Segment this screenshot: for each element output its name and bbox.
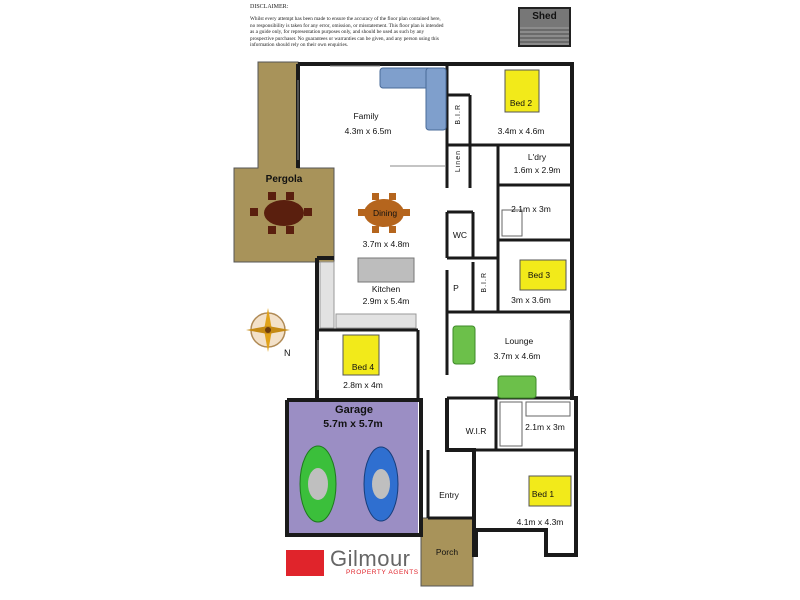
bed-2-dims: 3.4m x 4.6m [497, 126, 545, 136]
pantry-label: P [453, 283, 459, 293]
bed-1-label: Bed 1 [531, 489, 555, 499]
pergola-label: Pergola [265, 174, 303, 185]
bath-top-dims: 2.1m x 3m [511, 204, 551, 214]
windows [297, 65, 571, 390]
ensuite-vanity [525, 401, 571, 417]
dining-label: Dining [372, 208, 398, 218]
bed-3-label: Bed 3 [527, 270, 551, 280]
bed-1-highlight [528, 475, 572, 507]
compass-north-label: N [284, 348, 291, 358]
pergola-area [233, 61, 335, 263]
bir-top-label: B.I.R [455, 104, 462, 125]
bed-2-highlight [504, 69, 540, 113]
ensuite-dims: 2.1m x 3m [525, 422, 565, 432]
dining-dims: 3.7m x 4.8m [362, 239, 410, 249]
car-blue [363, 446, 399, 522]
gilmour-logo: Gilmour PROPERTY AGENTS [286, 546, 446, 578]
logo-tagline: PROPERTY AGENTS [346, 569, 419, 576]
bed-4-dims: 2.8m x 4m [343, 380, 383, 390]
disclaimer-title: DISCLAIMER: [250, 4, 289, 10]
wir-label: W.I.R [465, 426, 487, 436]
wall-garage [285, 398, 423, 537]
bed-1-dims: 4.1m x 4.3m [516, 517, 564, 527]
car-green [299, 445, 337, 523]
ensuite-shower [499, 401, 523, 447]
linen-label: Linen [455, 150, 462, 173]
logo-mark-icon [286, 550, 324, 576]
dining-table [358, 193, 410, 233]
laundry-label: L'dry [527, 152, 547, 162]
shed-label: Shed [532, 11, 557, 22]
interior-walls [317, 64, 576, 520]
bed-3-highlight [519, 259, 567, 291]
kitchen-dims: 2.9m x 5.4m [362, 296, 410, 306]
lounge-sofas [452, 325, 537, 399]
bed-4-highlight [342, 334, 380, 376]
shed-hatching [520, 27, 569, 45]
kitchen-bench-west [319, 261, 335, 329]
laundry-dims: 1.6m x 2.9m [513, 165, 561, 175]
bed-2-label: Bed 2 [509, 98, 533, 108]
lounge-dims: 3.7m x 4.6m [493, 351, 541, 361]
wc-label: WC [452, 230, 468, 240]
kitchen-label: Kitchen [371, 284, 401, 294]
bed-3-dims: 3m x 3.6m [511, 295, 551, 305]
kitchen-bench-south [335, 313, 417, 329]
porch-label: Porch [435, 547, 459, 557]
logo-name: Gilmour [330, 546, 411, 571]
disclaimer-text: Whilst every attempt has been made to en… [250, 16, 444, 49]
lounge-label: Lounge [504, 336, 534, 346]
wall-north [298, 62, 574, 240]
family-dims: 4.3m x 6.5m [344, 126, 392, 136]
entry-label: Entry [439, 490, 459, 500]
family-label: Family [353, 111, 379, 121]
family-sofa [379, 67, 447, 131]
pergola-table [250, 192, 312, 234]
bath-top-fixture [501, 209, 523, 237]
kitchen-island [357, 257, 415, 283]
garage-label: Garage [335, 404, 373, 416]
shed: Shed [518, 7, 571, 47]
compass-rose-icon [246, 308, 290, 352]
bed-4-label: Bed 4 [351, 362, 375, 372]
bir-mid-label: B.I.R [481, 272, 488, 293]
garage-dims: 5.7m x 5.7m [323, 418, 383, 430]
